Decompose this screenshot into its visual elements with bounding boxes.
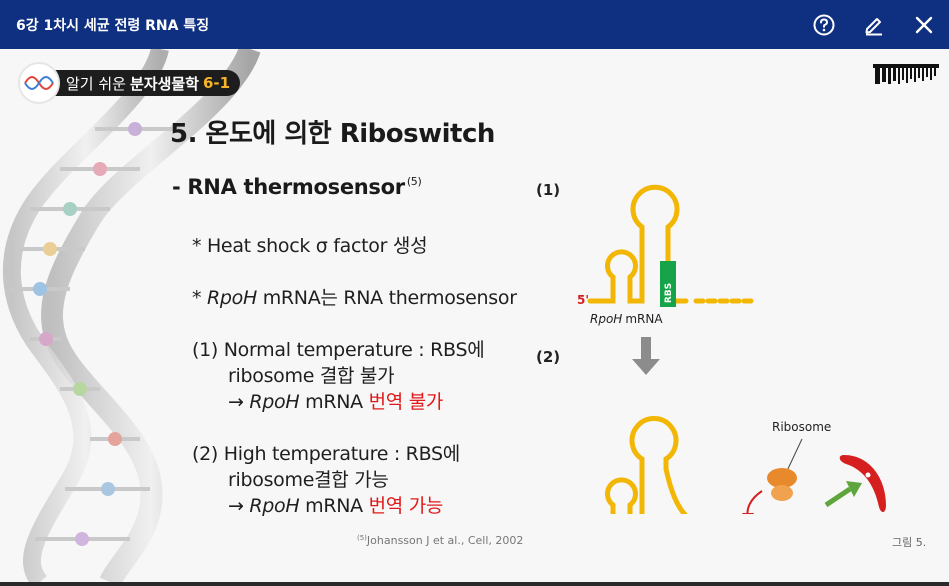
case1-gene: RpoH — [249, 391, 300, 413]
dna-logo-icon — [18, 62, 60, 104]
citation-reference: (5) — [357, 534, 367, 542]
transition-down-arrow — [632, 337, 660, 375]
case2-line2: ribosome결합 가능 — [228, 469, 389, 491]
window-titlebar: 6강 1차시 세균 전령 RNA 특징 — [0, 0, 949, 49]
figure-label-1: (1) — [536, 181, 560, 199]
bullet-heat-shock: * Heat shock σ factor 생성 — [192, 235, 428, 257]
protein-icon — [839, 455, 886, 513]
window-title: 6강 1차시 세균 전령 RNA 특징 — [16, 17, 210, 34]
close-icon — [915, 16, 933, 33]
help-button[interactable] — [799, 0, 849, 49]
figure-number: 그림 5. — [892, 536, 927, 549]
translation-arrow — [824, 486, 852, 508]
citation: (5)Johansson J et al., Cell, 2002 — [357, 534, 523, 547]
course-badge-label: 알기 쉬운 분자생물학 6-1 — [50, 70, 241, 96]
case1-result: 번역 불가 — [368, 391, 444, 413]
slide-subtitle: - RNA thermosensor(5) — [172, 175, 422, 199]
badge-prefix: 알기 쉬운 — [66, 74, 126, 93]
subtitle-text: - RNA thermosensor — [172, 175, 405, 199]
badge-course-name: 분자생물학 — [129, 74, 199, 93]
bullet2-rest: mRNA는 RNA thermosensor — [262, 287, 517, 309]
case1-result-line: → RpoH mRNA 번역 불가 — [228, 387, 443, 414]
edit-button[interactable] — [849, 0, 899, 49]
badge-lesson-number: 6-1 — [202, 74, 231, 92]
bullet2-gene: RpoH — [206, 287, 257, 309]
close-button[interactable] — [899, 0, 949, 49]
citation-text: Johansson J et al., Cell, 2002 — [366, 534, 524, 547]
pencil-icon — [865, 17, 882, 35]
case1-line1: (1) Normal temperature : RBS에 — [192, 339, 485, 361]
bullet2-star: * — [192, 287, 202, 309]
melted-rna-structure — [605, 416, 689, 514]
rbs-label-folded: RBS — [664, 283, 674, 303]
case2-gene: RpoH — [249, 495, 300, 517]
binding-arrowhead — [742, 513, 754, 514]
five-prime-label-1: 5' — [577, 293, 589, 307]
case2-result: 번역 가능 — [368, 495, 444, 517]
translation-arrowhead — [846, 481, 862, 497]
figure-label-2: (2) — [536, 348, 560, 366]
case1-line2: ribosome 결합 불가 — [228, 365, 395, 387]
publisher-logo-icon — [873, 64, 939, 84]
ribosome-label: Ribosome — [772, 420, 831, 434]
ribosome-pointer — [785, 438, 803, 474]
bullet-rpoh-thermosensor: * RpoH mRNA는 RNA thermosensor — [192, 283, 517, 310]
case2-line1: (2) High temperature : RBS에 — [192, 443, 460, 465]
slide-title: 5. 온도에 의한 Riboswitch — [170, 119, 495, 149]
case2-arrow: → — [228, 495, 244, 517]
folded-rna-structure — [587, 184, 755, 304]
case1-mrna: mRNA — [305, 391, 363, 413]
lecture-slide: 알기 쉬운 분자생물학 6-1 5. 온도에 의한 Riboswitch - R… — [0, 49, 949, 582]
help-icon — [813, 14, 835, 35]
dna-helix-illustration — [2, 49, 261, 582]
ribosome-icon — [767, 468, 797, 501]
mrna-gene-1: RpoH — [590, 312, 622, 326]
rbs-box-folded — [660, 261, 676, 307]
case1-arrow: → — [228, 391, 244, 413]
case2-mrna: mRNA — [305, 495, 363, 517]
case2-result-line: → RpoH mRNA 번역 가능 — [228, 491, 443, 518]
binding-arrow — [746, 490, 763, 514]
mrna-suffix-1: mRNA — [625, 312, 663, 326]
bottom-strip — [0, 582, 949, 586]
subtitle-reference: (5) — [406, 175, 422, 188]
course-badge: 알기 쉬운 분자생물학 6-1 — [18, 62, 241, 104]
